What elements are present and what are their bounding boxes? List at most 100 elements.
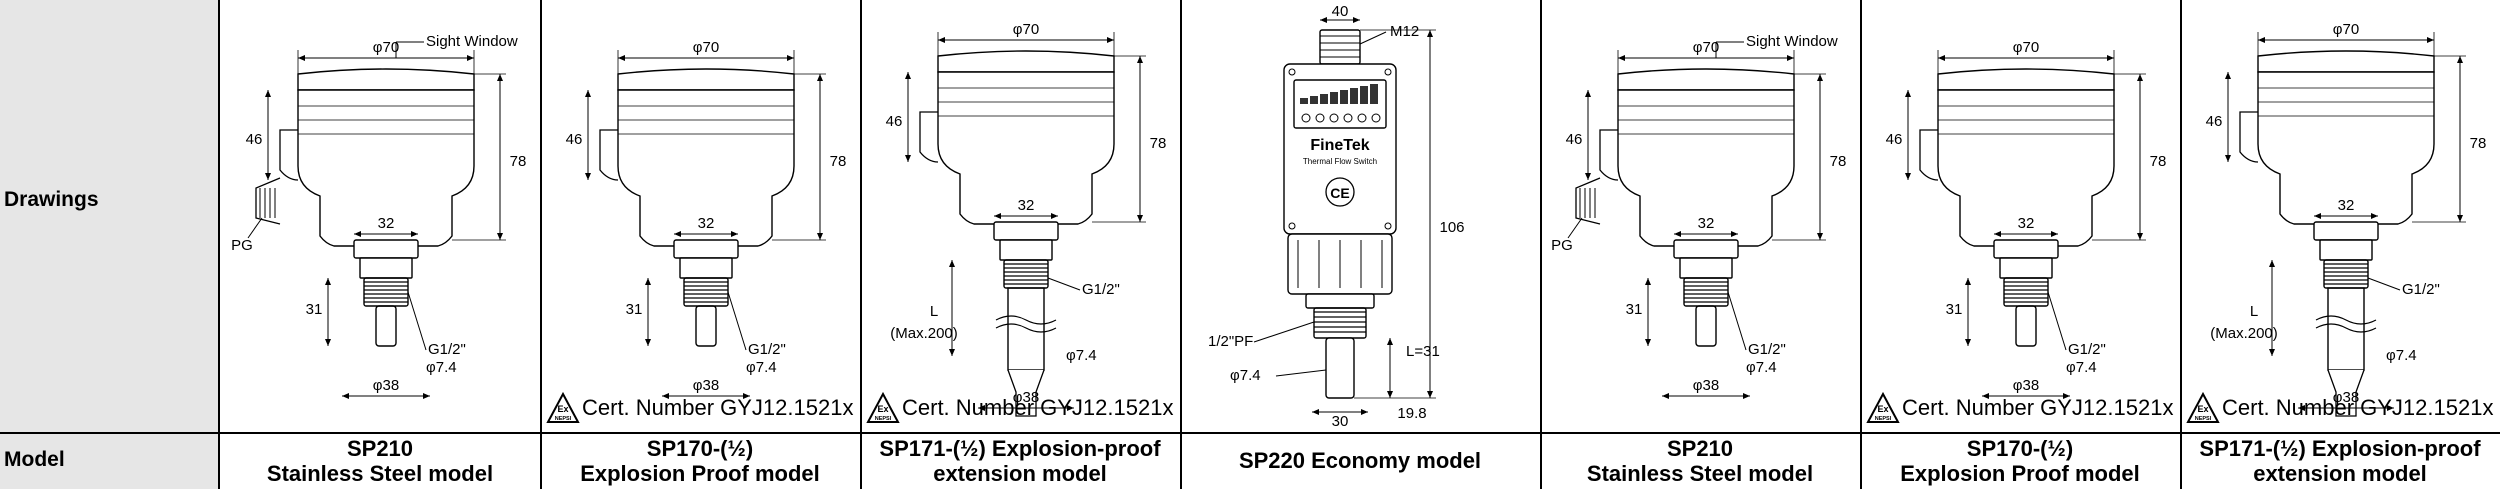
model-description: extension model: [2253, 461, 2427, 486]
housing-body: [297, 89, 475, 247]
side-boss: [919, 111, 939, 163]
length-max-label: (Max.200): [890, 325, 958, 342]
led-indicator: [1357, 113, 1367, 123]
hex-nut: [999, 239, 1053, 261]
dim-top-width-label: φ70: [373, 39, 399, 56]
cable-gland-label: PG: [1551, 237, 1573, 254]
dim-neck-width-label: 32: [698, 215, 715, 232]
housing-body: [617, 89, 795, 247]
dim-lower-height-arrows: [1965, 278, 1971, 346]
housing-body: [1617, 89, 1795, 247]
column-divider: [540, 0, 542, 489]
dim-neck-width-label: 32: [2018, 215, 2035, 232]
screw-icon: [1384, 222, 1392, 230]
eco-tip-label: 19.8: [1397, 405, 1426, 422]
model-name: SP220 Economy model: [1238, 448, 1482, 473]
length-max-label: (Max.200): [2210, 325, 2278, 342]
m12-leader: [1359, 31, 1387, 45]
eco-probe-label: φ7.4: [1230, 367, 1261, 384]
thread-leader: [2047, 291, 2067, 351]
pf-thread-label: 1/2"PF: [1208, 333, 1253, 350]
gland-leader: [247, 217, 263, 239]
model-description: Stainless Steel model: [1586, 461, 1814, 486]
column-divider: [1860, 0, 1862, 489]
led-bar: [1350, 88, 1358, 104]
model-description: Explosion Proof model: [1900, 461, 2140, 486]
model-name: SP170-(½): [646, 436, 754, 461]
break-mark: [995, 315, 1057, 333]
dim-lower-height-arrows: [1645, 278, 1651, 346]
housing-body: [937, 71, 1115, 225]
dim-top-width-label: φ70: [693, 39, 719, 56]
eco-probe: [1325, 337, 1355, 399]
screw-icon: [1288, 222, 1296, 230]
dim-total-height-label: 78: [1830, 153, 1847, 170]
cert-text: Cert. Number GYJ12.1521x: [2222, 394, 2494, 420]
led-indicator: [1343, 113, 1353, 123]
led-indicator: [1301, 113, 1311, 123]
dim-base-width-label: φ38: [2013, 377, 2039, 394]
hex-nut: [679, 257, 733, 279]
housing-cap: [617, 68, 795, 91]
ce-mark-ring: [1325, 177, 1355, 207]
dim-top-width-label: φ70: [2013, 39, 2039, 56]
dim-neck-width-arrows: [2314, 213, 2378, 219]
ex-badge-bottom: NEPSI: [2195, 416, 2212, 422]
neck-block: [673, 239, 739, 259]
probe-diameter-label: φ7.4: [2386, 347, 2417, 364]
hex-nut: [1679, 257, 1733, 279]
model-name: SP210: [346, 436, 414, 461]
neck-block: [2313, 221, 2379, 241]
dim-neck-width-arrows: [994, 213, 1058, 219]
side-boss: [599, 129, 619, 181]
led-indicator: [1329, 113, 1339, 123]
led-bar: [1310, 96, 1318, 104]
dim-total-height-label: 78: [2150, 153, 2167, 170]
housing-cap: [1617, 68, 1795, 91]
length-label: L: [2250, 303, 2258, 320]
led-indicator: [1315, 113, 1325, 123]
dim-top-width-label: φ70: [1693, 39, 1719, 56]
sight-window-label: Sight Window: [426, 33, 518, 50]
ex-badge-bottom: NEPSI: [1875, 416, 1892, 422]
column-divider: [860, 0, 862, 489]
dim-lower-height-label: 31: [626, 301, 643, 318]
dim-upper-height-label: 46: [2206, 113, 2223, 130]
ce-mark: CE: [1330, 185, 1349, 201]
dim-neck-width-arrows: [1994, 231, 2058, 237]
model-description: extension model: [933, 461, 1107, 486]
model-header: Model: [4, 448, 65, 471]
probe-tip: [2327, 369, 2365, 417]
model-header-cell: Model: [0, 434, 220, 489]
dim-lower-height-label: 31: [1946, 301, 1963, 318]
housing-cap: [2257, 50, 2435, 73]
dim-lower-height-label: 31: [1626, 301, 1643, 318]
probe-diameter-label: φ7.4: [426, 359, 457, 376]
model-name: SP210: [1666, 436, 1734, 461]
dim-total-height-label: 78: [2470, 135, 2487, 152]
m12-connector: [1319, 29, 1361, 65]
cable-gland: [1575, 177, 1601, 225]
led-indicator: [1371, 113, 1381, 123]
dim-total-height-label: 78: [830, 153, 847, 170]
dim-total-height-label: 78: [510, 153, 527, 170]
housing-body: [1937, 89, 2115, 247]
cable-gland: [255, 177, 281, 225]
probe-rod: [2015, 305, 2037, 347]
ex-badge-top: Ex: [877, 404, 888, 414]
hex-nut: [359, 257, 413, 279]
neck-block: [1993, 239, 2059, 259]
ex-badge-top: Ex: [1877, 404, 1888, 414]
ex-badge-bottom: NEPSI: [555, 416, 572, 422]
cert-text: Cert. Number GYJ12.1521x: [902, 394, 1174, 420]
led-bar: [1300, 98, 1308, 104]
